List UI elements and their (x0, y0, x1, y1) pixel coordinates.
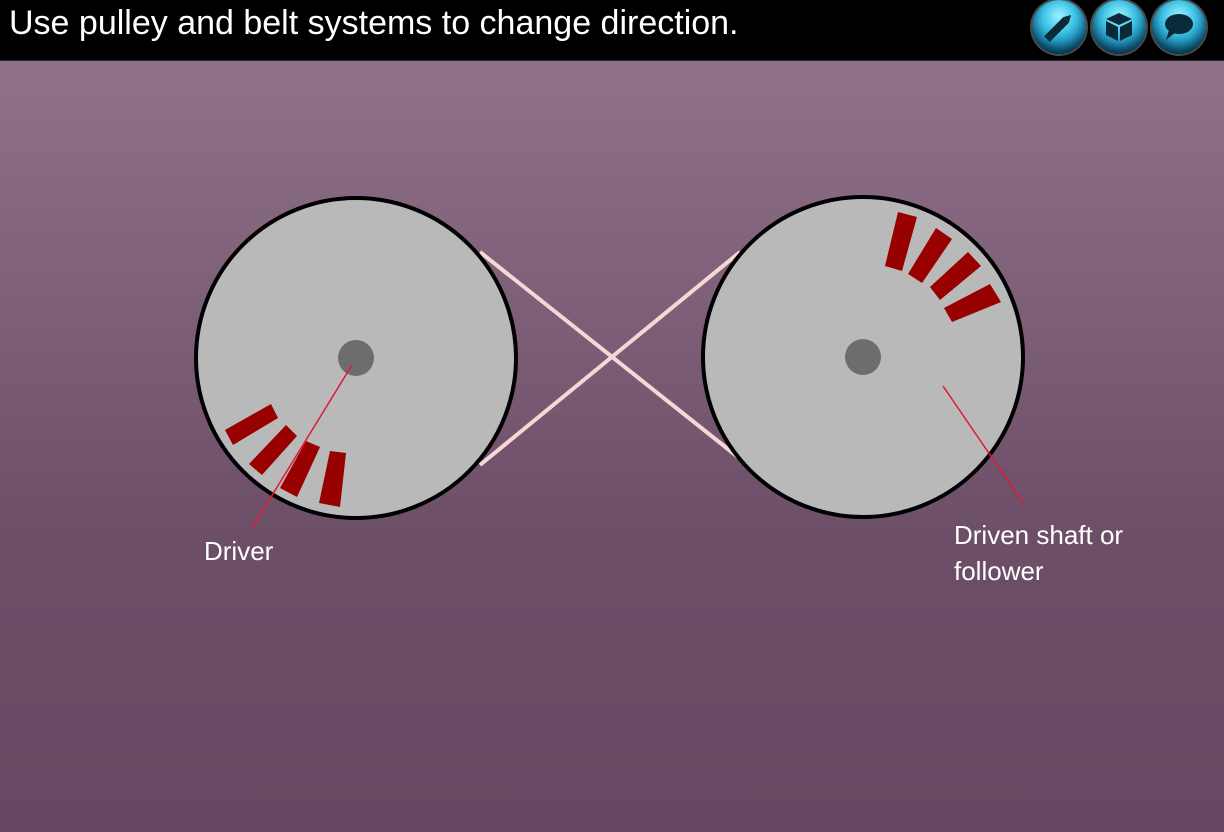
driver-pulley[interactable] (194, 196, 518, 529)
driver-markers (225, 404, 346, 507)
title-bar: Use pulley and belt systems to change di… (0, 0, 1224, 61)
driver-marker (225, 404, 278, 445)
driven-hub (845, 339, 881, 375)
driven-marker (944, 284, 1001, 322)
driver-marker (280, 441, 320, 497)
follower-label-line1: Driven shaft or (954, 520, 1124, 550)
follower-label-line2: follower (954, 556, 1044, 586)
edit-button[interactable] (1032, 0, 1086, 54)
speech-bubble-icon (1165, 14, 1193, 40)
driver-leader-line (251, 364, 353, 529)
pencil-icon (1044, 14, 1072, 42)
driven-pulley[interactable] (701, 195, 1026, 519)
driven-markers (885, 212, 1001, 322)
driver-hub (338, 340, 374, 376)
driven-marker (908, 228, 952, 283)
belt-segment-lower-left (478, 250, 742, 467)
driver-marker (249, 425, 297, 475)
driver-label: Driver (204, 536, 274, 566)
page-title: Use pulley and belt systems to change di… (9, 4, 739, 42)
belt-segment-upper-left (478, 250, 750, 467)
cube-button[interactable] (1092, 0, 1146, 54)
driven-marker (885, 212, 917, 271)
driver-marker (319, 451, 346, 507)
driven-marker (930, 252, 981, 300)
cube-icon (1106, 13, 1132, 41)
follower-label: Driven shaft or follower (954, 517, 1123, 589)
driven-leader-line (942, 385, 1026, 507)
chat-button[interactable] (1152, 0, 1206, 54)
